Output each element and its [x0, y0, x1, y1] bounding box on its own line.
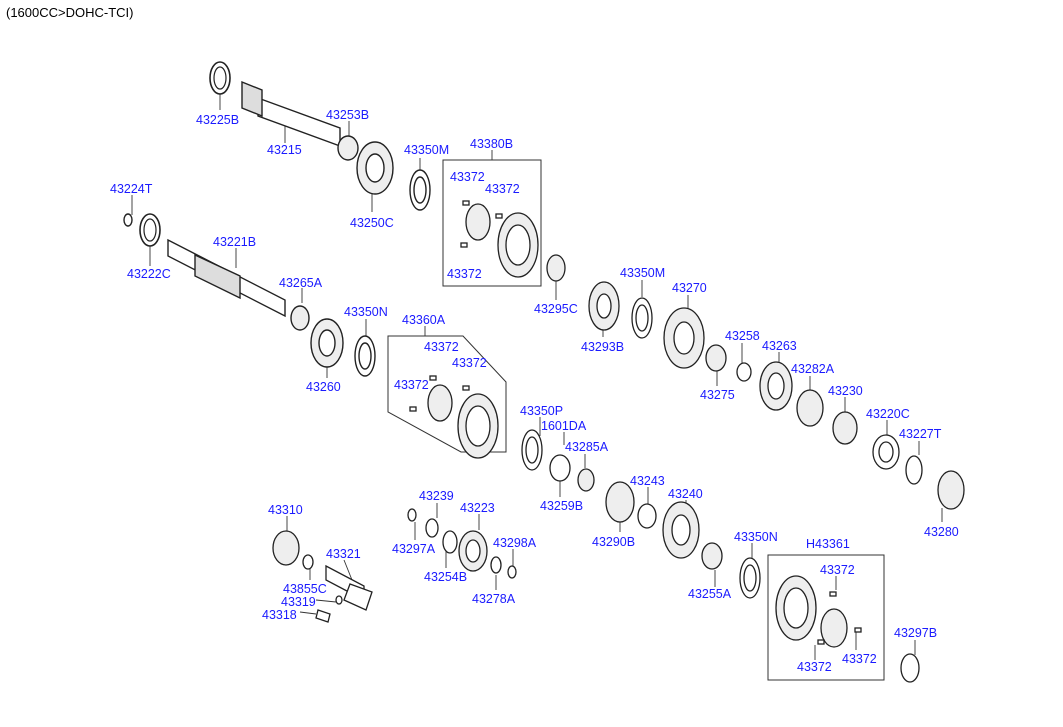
part-label-43372[interactable]: 43372	[424, 340, 459, 354]
part-label-43270[interactable]: 43270	[672, 281, 707, 295]
part-label-43372[interactable]: 43372	[842, 652, 877, 666]
part-label-43290B[interactable]: 43290B	[592, 535, 636, 549]
gear-43223-group	[407, 508, 517, 579]
synchronizer-43380B	[460, 200, 539, 278]
part-label-43297A[interactable]: 43297A	[392, 542, 436, 556]
synchronizer-H43361	[775, 575, 920, 683]
part-label-1601DA[interactable]: 1601DA	[541, 419, 587, 433]
part-label-43372[interactable]: 43372	[485, 182, 520, 196]
part-label-43275[interactable]: 43275	[700, 388, 735, 402]
diagram-header: (1600CC>DOHC-TCI)	[6, 5, 134, 20]
part-label-43263[interactable]: 43263	[762, 339, 797, 353]
part-label-43255A[interactable]: 43255A	[688, 587, 732, 601]
part-label-43372[interactable]: 43372	[452, 356, 487, 370]
part-label-43372[interactable]: 43372	[450, 170, 485, 184]
part-label-43310[interactable]: 43310	[268, 503, 303, 517]
part-label-43224T[interactable]: 43224T	[110, 182, 153, 196]
part-label-43222C[interactable]: 43222C	[127, 267, 171, 281]
part-label-43321[interactable]: 43321	[326, 547, 361, 561]
part-label-43318[interactable]: 43318	[262, 608, 297, 622]
part-label-43372[interactable]: 43372	[797, 660, 832, 674]
part-label-43278A[interactable]: 43278A	[472, 592, 516, 606]
part-label-43293B[interactable]: 43293B	[581, 340, 625, 354]
part-label-43227T[interactable]: 43227T	[899, 427, 942, 441]
part-label-43380B[interactable]: 43380B	[470, 137, 514, 151]
part-label-H43361[interactable]: H43361	[806, 537, 850, 551]
part-label-43220C[interactable]: 43220C	[866, 407, 910, 421]
part-label-43230[interactable]: 43230	[828, 384, 863, 398]
part-label-43250C[interactable]: 43250C	[350, 216, 394, 230]
part-label-43243[interactable]: 43243	[630, 474, 665, 488]
middle-row-gears	[546, 254, 965, 510]
synchronizer-43360A	[409, 375, 499, 459]
part-label-43254B[interactable]: 43254B	[424, 570, 468, 584]
part-label-43225B[interactable]: 43225B	[196, 113, 240, 127]
part-label-43282A[interactable]: 43282A	[791, 362, 835, 376]
input-shaft-assembly	[123, 213, 376, 377]
part-label-43350N[interactable]: 43350N	[344, 305, 388, 319]
part-label-43285A[interactable]: 43285A	[565, 440, 609, 454]
part-label-43259B[interactable]: 43259B	[540, 499, 584, 513]
part-label-43372[interactable]: 43372	[447, 267, 482, 281]
output-shaft-assembly	[209, 61, 431, 211]
part-label-43350M[interactable]: 43350M	[404, 143, 450, 157]
part-label-43260[interactable]: 43260	[306, 380, 341, 394]
part-label-43360A[interactable]: 43360A	[402, 313, 446, 327]
part-label-43372[interactable]: 43372	[394, 378, 429, 392]
lower-middle-row-gears	[521, 429, 761, 599]
part-label-43319[interactable]: 43319	[281, 595, 316, 609]
part-label-43280[interactable]: 43280	[924, 525, 959, 539]
part-label-43297B[interactable]: 43297B	[894, 626, 938, 640]
part-label-43295C[interactable]: 43295C	[534, 302, 578, 316]
part-label-43223[interactable]: 43223	[460, 501, 495, 515]
part-label-43258[interactable]: 43258	[725, 329, 760, 343]
part-label-43215[interactable]: 43215	[267, 143, 302, 157]
assembly-boxes	[387, 159, 885, 681]
part-label-43350P[interactable]: 43350P	[520, 404, 564, 418]
part-label-43298A[interactable]: 43298A	[493, 536, 537, 550]
part-label-43350N[interactable]: 43350N	[734, 530, 778, 544]
part-label-43253B[interactable]: 43253B	[326, 108, 370, 122]
part-label-43350M[interactable]: 43350M	[620, 266, 666, 280]
part-label-43239[interactable]: 43239	[419, 489, 454, 503]
part-label-43372[interactable]: 43372	[820, 563, 855, 577]
part-label-43221B[interactable]: 43221B	[213, 235, 257, 249]
part-label-43240[interactable]: 43240	[668, 487, 703, 501]
part-label-43855C[interactable]: 43855C	[283, 582, 327, 596]
part-label-43265A[interactable]: 43265A	[279, 276, 323, 290]
reverse-idler-assembly	[272, 530, 373, 623]
